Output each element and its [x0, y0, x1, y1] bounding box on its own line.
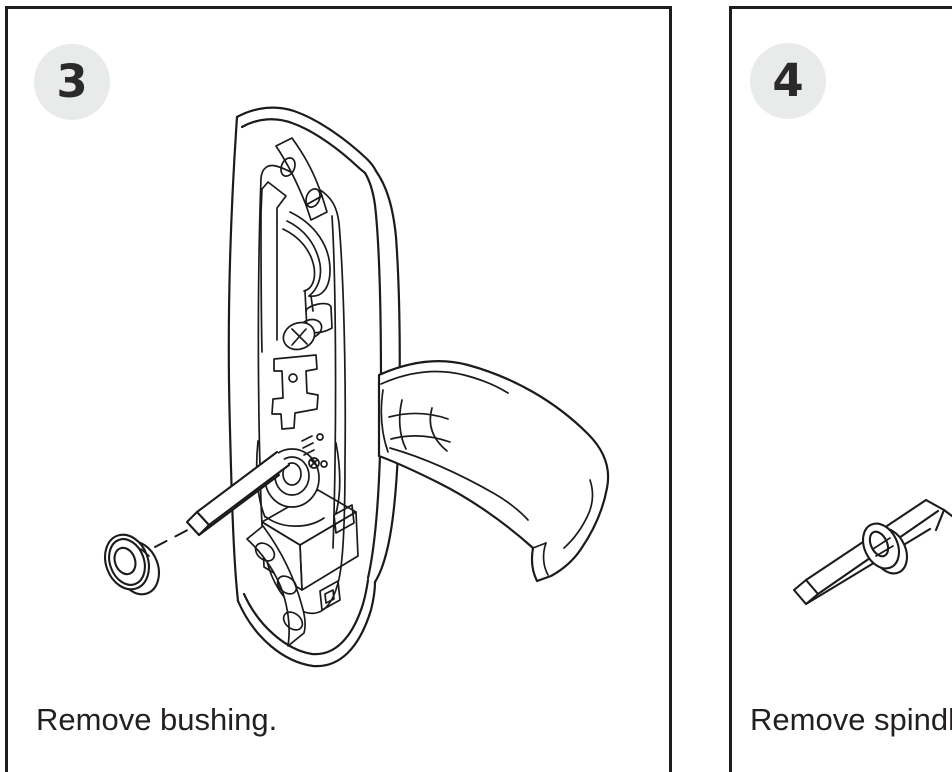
step-4-badge: 4	[750, 43, 826, 119]
step-3-badge: 3	[34, 44, 110, 120]
step-4-caption: Remove spindle.	[750, 702, 952, 737]
step-panel-3: 3 Remove bushing.	[5, 6, 672, 772]
step-4-number: 4	[772, 53, 804, 107]
step-3-number: 3	[56, 54, 88, 108]
step-panel-4: 4 Remove spindle.	[729, 6, 952, 772]
step-3-caption: Remove bushing.	[36, 702, 278, 737]
